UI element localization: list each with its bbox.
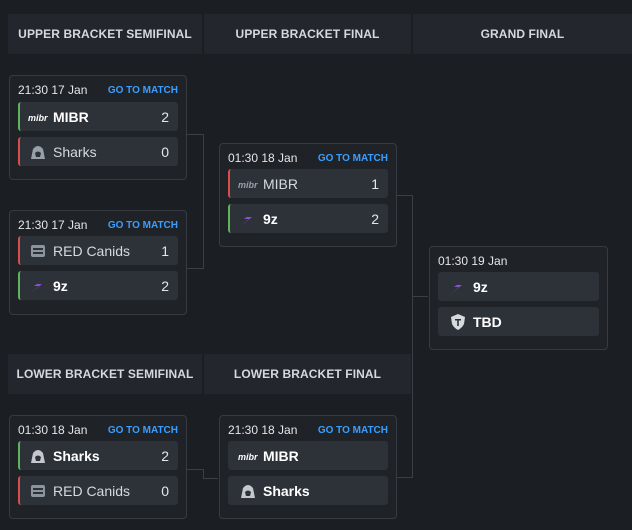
connector-line: [203, 478, 218, 479]
match-time: 01:30 19 Jan: [438, 254, 508, 268]
match-card-lb-final: 21:30 18 Jan GO TO MATCH mibr MIBR Shark…: [219, 415, 397, 519]
team-row-9z[interactable]: 9z 2: [18, 271, 178, 300]
match-time: 01:30 18 Jan: [18, 423, 88, 437]
go-to-match-link[interactable]: GO TO MATCH: [107, 424, 178, 436]
connector-line: [187, 268, 203, 269]
match-time: 01:30 18 Jan: [228, 151, 298, 165]
header-lower-bracket-semifinal: LOWER BRACKET SEMIFINAL: [8, 354, 202, 394]
header-upper-bracket-semifinal: UPPER BRACKET SEMIFINAL: [8, 14, 202, 54]
connector-line: [187, 134, 203, 135]
svg-text:mibr: mibr: [238, 180, 258, 190]
team-score: 2: [161, 108, 169, 125]
header-grand-final: GRAND FINAL: [413, 14, 632, 54]
match-card-ub-final: 01:30 18 Jan GO TO MATCH mibr MIBR 1 9z …: [219, 143, 397, 247]
sharks-logo-icon: [238, 481, 258, 501]
match-time: 21:30 17 Jan: [18, 83, 88, 97]
team-row-tbd[interactable]: TBD: [438, 307, 599, 336]
connector-line: [187, 469, 203, 470]
team-row-mibr[interactable]: mibr MIBR 1: [228, 169, 388, 198]
match-card-lb-semifinal: 01:30 18 Jan GO TO MATCH Sharks 2 RED Ca…: [9, 415, 187, 519]
go-to-match-link[interactable]: GO TO MATCH: [107, 84, 178, 96]
team-name: 9z: [263, 210, 278, 227]
match-card-ub-semifinal-1: 21:30 17 Jan GO TO MATCH mibr MIBR 2 Sha…: [9, 75, 187, 180]
match-card-ub-semifinal-2: 21:30 17 Jan GO TO MATCH RED Canids 1 9z…: [9, 210, 187, 315]
team-name: RED Canids: [53, 242, 131, 259]
header-lower-bracket-final: LOWER BRACKET FINAL: [204, 354, 411, 394]
team-score: 1: [371, 175, 379, 192]
team-name: 9z: [53, 277, 68, 294]
header-upper-bracket-final: UPPER BRACKET FINAL: [204, 14, 411, 54]
team-score: 0: [161, 482, 169, 499]
match-time: 21:30 18 Jan: [228, 423, 298, 437]
svg-text:mibr: mibr: [238, 452, 258, 462]
tbd-shield-icon: [448, 312, 468, 332]
team-row-red-canids[interactable]: RED Canids 0: [18, 476, 178, 505]
sharks-logo-icon: [28, 446, 48, 466]
red-canids-logo-icon: [28, 481, 48, 501]
team-name: MIBR: [263, 447, 299, 464]
team-name: 9z: [473, 278, 488, 295]
connector-line: [397, 477, 413, 478]
sharks-logo-icon: [28, 142, 48, 162]
connector-line: [412, 195, 413, 477]
team-row-sharks[interactable]: Sharks 0: [18, 137, 178, 166]
go-to-match-link[interactable]: GO TO MATCH: [317, 152, 388, 164]
team-row-mibr[interactable]: mibr MIBR 2: [18, 102, 178, 131]
team-name: RED Canids: [53, 482, 131, 499]
team-score: 2: [161, 277, 169, 294]
connector-line: [203, 134, 204, 269]
match-card-grand-final: 01:30 19 Jan 9z TBD: [429, 246, 608, 350]
team-name: MIBR: [53, 108, 89, 125]
team-row-9z[interactable]: 9z: [438, 272, 599, 301]
go-to-match-link[interactable]: GO TO MATCH: [317, 424, 388, 436]
team-name: Sharks: [53, 143, 97, 160]
team-name: MIBR: [263, 175, 298, 192]
mibr-logo-icon: mibr: [28, 107, 48, 127]
team-row-9z[interactable]: 9z 2: [228, 204, 388, 233]
team-score: 2: [371, 210, 379, 227]
connector-line: [397, 195, 413, 196]
connector-line: [203, 469, 204, 478]
team-score: 2: [161, 447, 169, 464]
nine-z-logo-icon: [238, 209, 258, 229]
team-row-mibr[interactable]: mibr MIBR: [228, 441, 388, 470]
team-row-red-canids[interactable]: RED Canids 1: [18, 236, 178, 265]
nine-z-logo-icon: [28, 276, 48, 296]
team-name: TBD: [473, 313, 502, 330]
red-canids-logo-icon: [28, 241, 48, 261]
mibr-logo-icon: mibr: [238, 446, 258, 466]
team-row-sharks[interactable]: Sharks 2: [18, 441, 178, 470]
go-to-match-link[interactable]: GO TO MATCH: [107, 219, 178, 231]
match-time: 21:30 17 Jan: [18, 218, 88, 232]
team-name: Sharks: [263, 482, 310, 499]
mibr-logo-icon: mibr: [238, 174, 258, 194]
team-row-sharks[interactable]: Sharks: [228, 476, 388, 505]
team-score: 1: [161, 242, 169, 259]
team-score: 0: [161, 143, 169, 160]
nine-z-logo-icon: [448, 277, 468, 297]
svg-text:mibr: mibr: [28, 113, 48, 123]
team-name: Sharks: [53, 447, 100, 464]
connector-line: [412, 296, 428, 297]
